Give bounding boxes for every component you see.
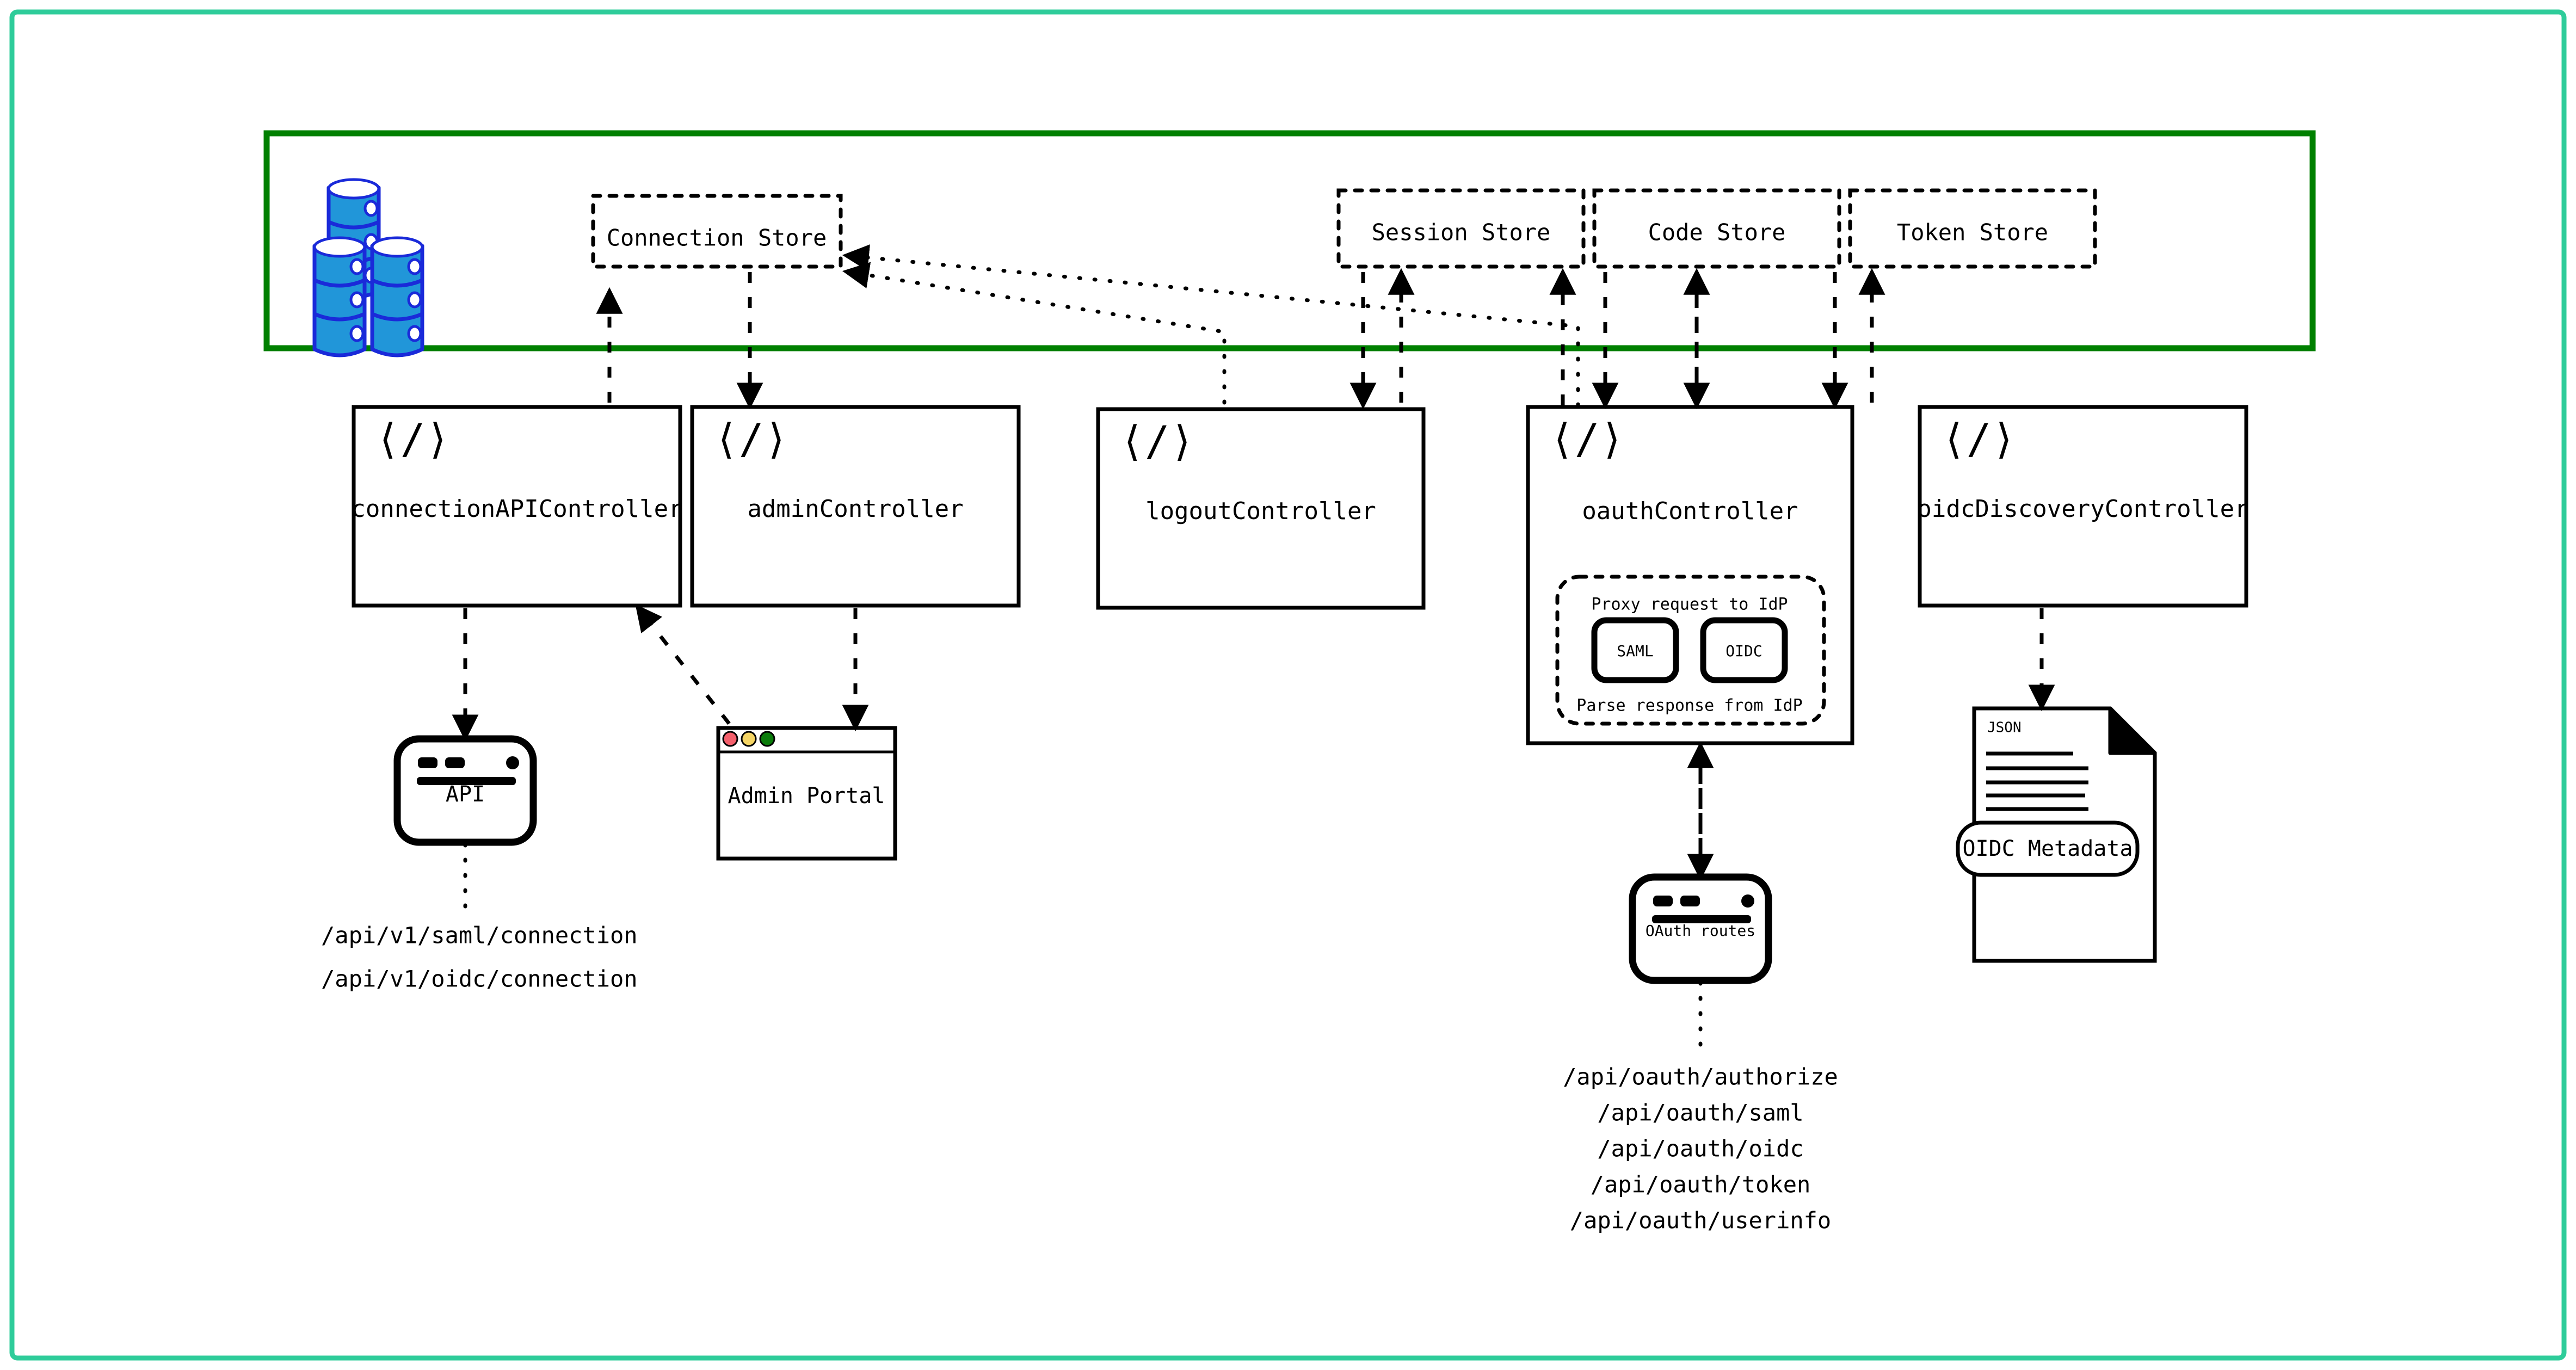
store-label-session-store: Session Store <box>1372 219 1551 246</box>
controller-label-connection-api-controller: connectionAPIController <box>351 495 682 523</box>
arrow-oauth-to-connectionstore <box>842 244 1580 408</box>
controller-label-logout-controller: logoutController <box>1145 497 1376 525</box>
idp-proxy-panel <box>1555 575 1826 726</box>
oidc-metadata-label: OIDC Metadata <box>1962 836 2133 861</box>
code-icon: ⟨/⟩ <box>714 415 788 463</box>
admin-portal-label: Admin Portal <box>728 783 885 809</box>
endpoint-path: /api/v1/saml/connection <box>321 922 638 949</box>
controller-admin-controller[interactable] <box>690 405 1021 608</box>
store-label-token-store: Token Store <box>1897 219 2048 246</box>
code-icon: ⟨/⟩ <box>1120 417 1194 465</box>
controller-label-oidc-discovery-controller: oidcDiscoveryController <box>1917 495 2248 523</box>
controller-logout-controller[interactable] <box>1096 407 1426 610</box>
browser-window-icon[interactable] <box>716 726 897 861</box>
arrow-logout-to-connectionstore <box>842 262 1227 405</box>
oidc-chip[interactable] <box>1700 617 1788 683</box>
code-icon: ⟨/⟩ <box>1942 415 2016 463</box>
oidc-metadata-pill <box>1956 820 2140 877</box>
api-device-label: API <box>446 782 485 807</box>
code-icon: ⟨/⟩ <box>375 415 450 463</box>
json-file-type-label: JSON <box>1987 720 2022 736</box>
oauth-routes-label: OAuth routes <box>1646 922 1755 940</box>
arrow-portal-to-connapi <box>635 604 731 725</box>
store-label-code-store: Code Store <box>1648 219 1786 246</box>
controller-label-oauth-controller: oauthController <box>1582 497 1798 525</box>
endpoint-path: /api/oauth/authorize <box>1563 1064 1838 1090</box>
endpoint-path: /api/oauth/userinfo <box>1570 1207 1831 1234</box>
store-label-connection-store: Connection Store <box>607 225 827 251</box>
database-stack-icon <box>312 178 424 357</box>
idp-proxy-bottom-label: Parse response from IdP <box>1576 696 1802 715</box>
saml-chip[interactable] <box>1591 617 1679 683</box>
store-code-store[interactable] <box>1592 188 1841 269</box>
store-session-store[interactable] <box>1336 188 1586 269</box>
outer-frame <box>9 9 2567 1361</box>
controller-label-admin-controller: adminController <box>747 495 963 523</box>
idp-proxy-top-label: Proxy request to IdP <box>1591 595 1788 614</box>
store-container-frame <box>263 130 2316 351</box>
endpoint-path: /api/oauth/oidc <box>1597 1136 1803 1162</box>
json-document-icon[interactable] <box>1956 706 2157 963</box>
endpoint-path: /api/oauth/token <box>1591 1171 1811 1198</box>
endpoint-path: /api/oauth/saml <box>1597 1100 1803 1126</box>
endpoint-path: /api/v1/oidc/connection <box>321 966 638 992</box>
controller-connection-api-controller[interactable] <box>352 405 682 608</box>
saml-chip-label: SAML <box>1617 642 1653 660</box>
store-token-store[interactable] <box>1848 188 2097 269</box>
oidc-chip-label: OIDC <box>1725 642 1762 660</box>
store-connection-store[interactable] <box>591 194 843 269</box>
controller-oidc-discovery-controller[interactable] <box>1918 405 2248 608</box>
code-icon: ⟨/⟩ <box>1550 415 1624 463</box>
